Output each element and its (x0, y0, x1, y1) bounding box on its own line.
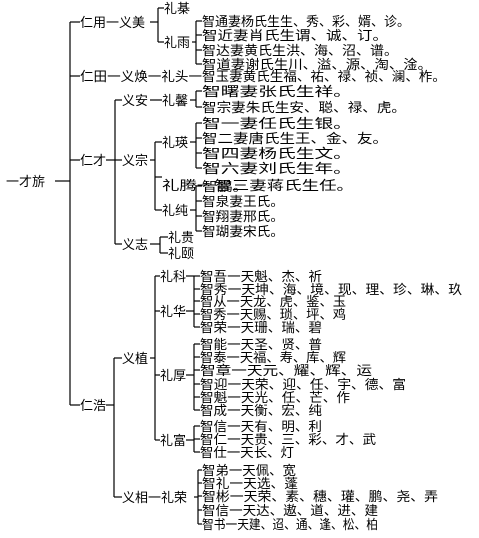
li-rong-zhi-line: 智弟一天佩、宽 (202, 463, 296, 479)
li-ke-zhi-line: 智从一天龙、虎、鉴、玉 (200, 295, 346, 310)
li-fu-zhi-line: 智仕一天长、灯 (200, 446, 294, 461)
li-chun-zhi-line: 智翔妻邢氏。 (202, 210, 284, 225)
root-label: 一才旂 (6, 174, 45, 190)
li-ke-zhi-line: 智秀一天坤、海、境、现、理、珍、琳、玖 (200, 282, 462, 298)
branch-rencai-label: 仁才 (80, 154, 106, 169)
li-teng-row: 礼腾一智三妻蒋氏生任。 (162, 178, 354, 194)
li-xin-zhi-line: 智曙妻张氏生祥。 (202, 85, 352, 100)
li-yu-zhi-line: 智近妻肖氏生谓、诚、订。 (202, 29, 388, 44)
li-chun-zhi-line: 智泉妻王氏。 (202, 194, 284, 210)
li-hou-zhi-line: 智成一天衡、宏、纯 (200, 404, 322, 419)
li-ke-zhi-line: 智吾一天魁、杰、祈 (200, 269, 322, 285)
li-hou-zhi-line: 智魁一天光、任、芒、作 (200, 390, 350, 406)
branch-rentian-row: 仁田一义焕一礼头一智玉妻黄氏生福、祐、禄、祯、澜、柞。 (80, 69, 446, 85)
li-rong-zhi-line: 智书一天建、迢、通、逢、松、柏 (202, 518, 378, 533)
li-ying-zhi-line: 智一妻任氏生银。 (202, 117, 352, 132)
li-ying-label: 礼瑛 (162, 135, 188, 151)
li-hou-label: 礼厚 (160, 368, 186, 384)
li-yu-zhi-line: 智通妻杨氏生生、秀、彩、婿、诊。 (202, 15, 410, 30)
li-fu-label: 礼富 (160, 433, 186, 449)
li-ke-zhi-line: 智荣一天珊、瑞、碧 (200, 321, 322, 336)
li-xin-zhi-line: 智宗妻朱氏生安、聪、禄、虎。 (202, 100, 406, 116)
li-yu-zhi-line: 智道妻谢氏生川、溢、源、淘、淦。 (202, 57, 432, 73)
li-chun-zhi-line: 智瑚妻宋氏。 (202, 225, 284, 240)
li-rong-zhi-line: 智信一天达、遨、道、进、建 (202, 504, 378, 519)
li-hou-zhi-line: 智能一天圣、贤、普 (200, 338, 322, 353)
branch-renhao-label: 仁浩 (80, 399, 106, 414)
li-yi-label: 礼颐 (168, 246, 194, 262)
connector-lines (55, 7, 202, 525)
li-hou-zhi-line: 智章一天元、耀、辉、运 (200, 363, 372, 379)
li-ying-zhi-line: 智四妻杨氏生文。 (202, 147, 352, 162)
li-chun-zhi-line: 智鹏。 (202, 180, 248, 195)
yi-zong-label: 义宗 (122, 153, 148, 169)
yi-xiang-label: 义相一礼荣 (122, 490, 187, 506)
li-fu-zhi-line: 智仁一天贵、三、彩、才、武 (200, 433, 376, 448)
li-rong-zhi-line: 智礼一天选、蓬 (202, 476, 298, 492)
li-yu-label: 礼雨 (164, 35, 190, 51)
li-ke-label: 礼科 (160, 269, 186, 285)
li-xin-label: 礼馨 (162, 93, 188, 109)
li-ying-zhi-line: 智二妻唐氏生王、金、友。 (202, 131, 388, 147)
yi-zhi-label: 义志 (122, 238, 148, 253)
li-rong-zhi-line: 智彬一天荣、素、穗、瓘、鹏、尧、弄 (202, 490, 438, 505)
yi-an-label: 义安 (122, 94, 148, 109)
li-yu-zhi-line: 智达妻黄氏生洪、海、沼、谱。 (202, 44, 398, 59)
li-hou-zhi-line: 智泰一天福、寿、库、辉 (200, 350, 346, 366)
li-ke-zhi-line: 智秀一天赐、琐、坪、鸡 (200, 307, 346, 323)
li-hua-label: 礼华 (160, 304, 186, 320)
yi-zhi2-label: 义植 (122, 352, 148, 367)
branch-renyong-label: 仁用一义美 (80, 16, 145, 31)
li-ying-zhi-line: 智六妻刘氏生年。 (202, 162, 352, 177)
li-chun-label: 礼纯 (162, 203, 188, 219)
li-fu-zhi-line: 智信一天有、明、利 (200, 420, 322, 435)
li-hou-zhi-line: 智迎一天荣、迎、任、宇、德、富 (200, 377, 406, 393)
li-ji-label: 礼棊 (164, 1, 190, 17)
li-gui-label: 礼贵 (168, 230, 194, 246)
